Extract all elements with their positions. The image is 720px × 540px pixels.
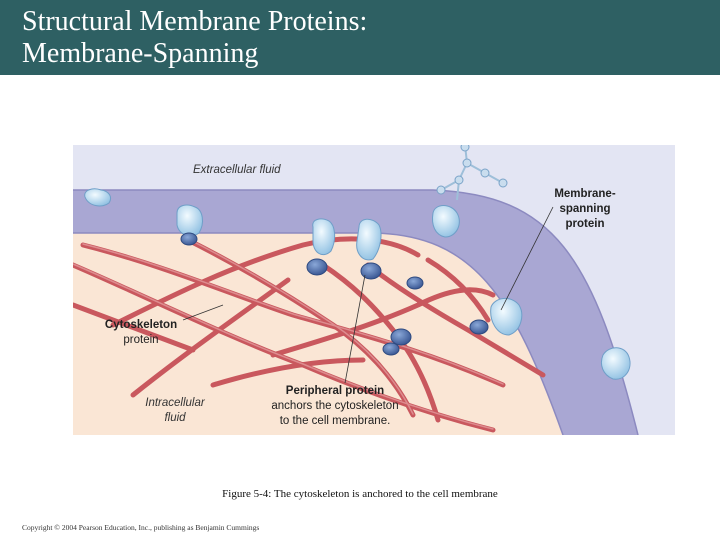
title-bar: Structural Membrane Proteins: Membrane-S…: [0, 0, 720, 75]
leader-membrane-spanning: [500, 206, 554, 311]
membrane-inner-edge: [73, 232, 564, 435]
label-cytoskeleton-1: Cytoskeleton: [105, 319, 177, 331]
peripheral-proteins: [180, 232, 489, 356]
membrane-figure: Extracellular fluid Membrane- spanning p…: [73, 145, 675, 435]
label-peripheral-3: to the cell membrane.: [280, 415, 391, 427]
slide-title: Structural Membrane Proteins: Membrane-S…: [22, 6, 367, 70]
label-cytoskeleton-2: protein: [123, 334, 158, 346]
label-peripheral-1: Peripheral protein: [286, 385, 384, 397]
cytoskeleton-highlights: [73, 238, 504, 430]
copyright-notice: Copyright © 2004 Pearson Education, Inc.…: [22, 523, 260, 532]
figure-caption: Figure 5-4: The cytoskeleton is anchored…: [222, 488, 498, 500]
membrane-spanning-proteins: [84, 188, 631, 380]
title-line-1: Structural Membrane Proteins:: [22, 6, 368, 37]
label-membrane-spanning-3: protein: [566, 218, 605, 230]
label-extracellular-fluid: Extracellular fluid: [193, 164, 281, 176]
leader-cytoskeleton: [182, 304, 224, 321]
label-intracellular-1: Intracellular: [145, 397, 206, 409]
label-intracellular-2: fluid: [164, 412, 186, 424]
label-membrane-spanning-2: spanning: [559, 203, 610, 215]
glycoprotein-chain: [436, 145, 508, 201]
leader-peripheral: [344, 274, 366, 384]
cytoskeleton-fibers: [73, 236, 546, 433]
label-peripheral-2: anchors the cytoskeleton: [271, 400, 398, 412]
cell-membrane: [73, 190, 638, 435]
membrane-diagram: Extracellular fluid Membrane- spanning p…: [73, 145, 675, 435]
title-line-2: Membrane-Spanning: [22, 38, 259, 69]
label-membrane-spanning-1: Membrane-: [554, 188, 616, 200]
leader-lines: [182, 206, 554, 384]
